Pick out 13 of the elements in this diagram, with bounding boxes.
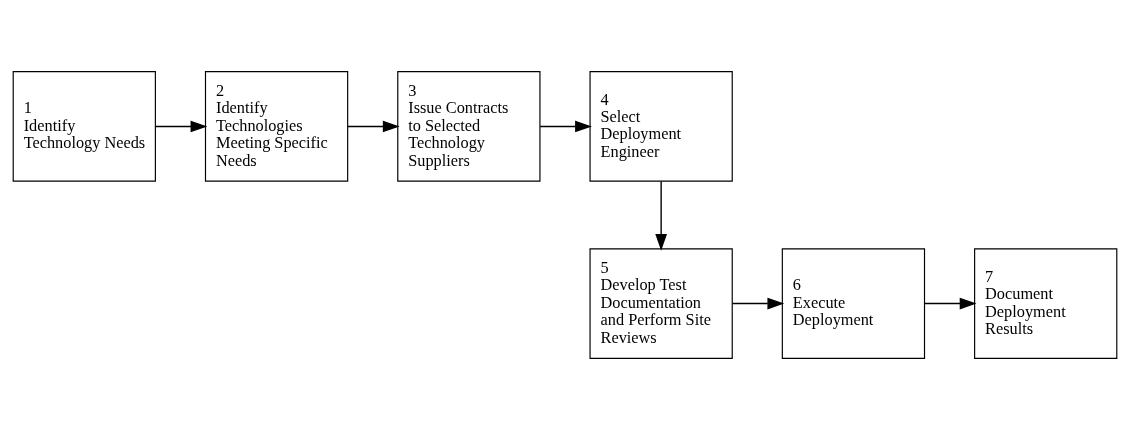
arrow (655, 180, 668, 251)
arrow (731, 297, 785, 309)
arrow (347, 120, 400, 132)
node-box: 7 Document Deployment Results (974, 247, 1118, 359)
node-box: 1 Identify Technology Needs (12, 70, 156, 182)
node-box: 3 Issue Contracts to Selected Technology Suppliers (397, 70, 541, 182)
arrow (154, 120, 208, 132)
node-box: 2 Identify Technologies Meeting Specific Needs (204, 70, 349, 182)
arrow (539, 120, 592, 132)
node-box: 6 Execute Deployment (781, 247, 926, 359)
node-box: 5 Develop Test Documentation and Perform Site Reviews (589, 247, 733, 359)
arrow (924, 297, 977, 309)
node-box: 4 Select Deployment Engineer (589, 70, 733, 182)
